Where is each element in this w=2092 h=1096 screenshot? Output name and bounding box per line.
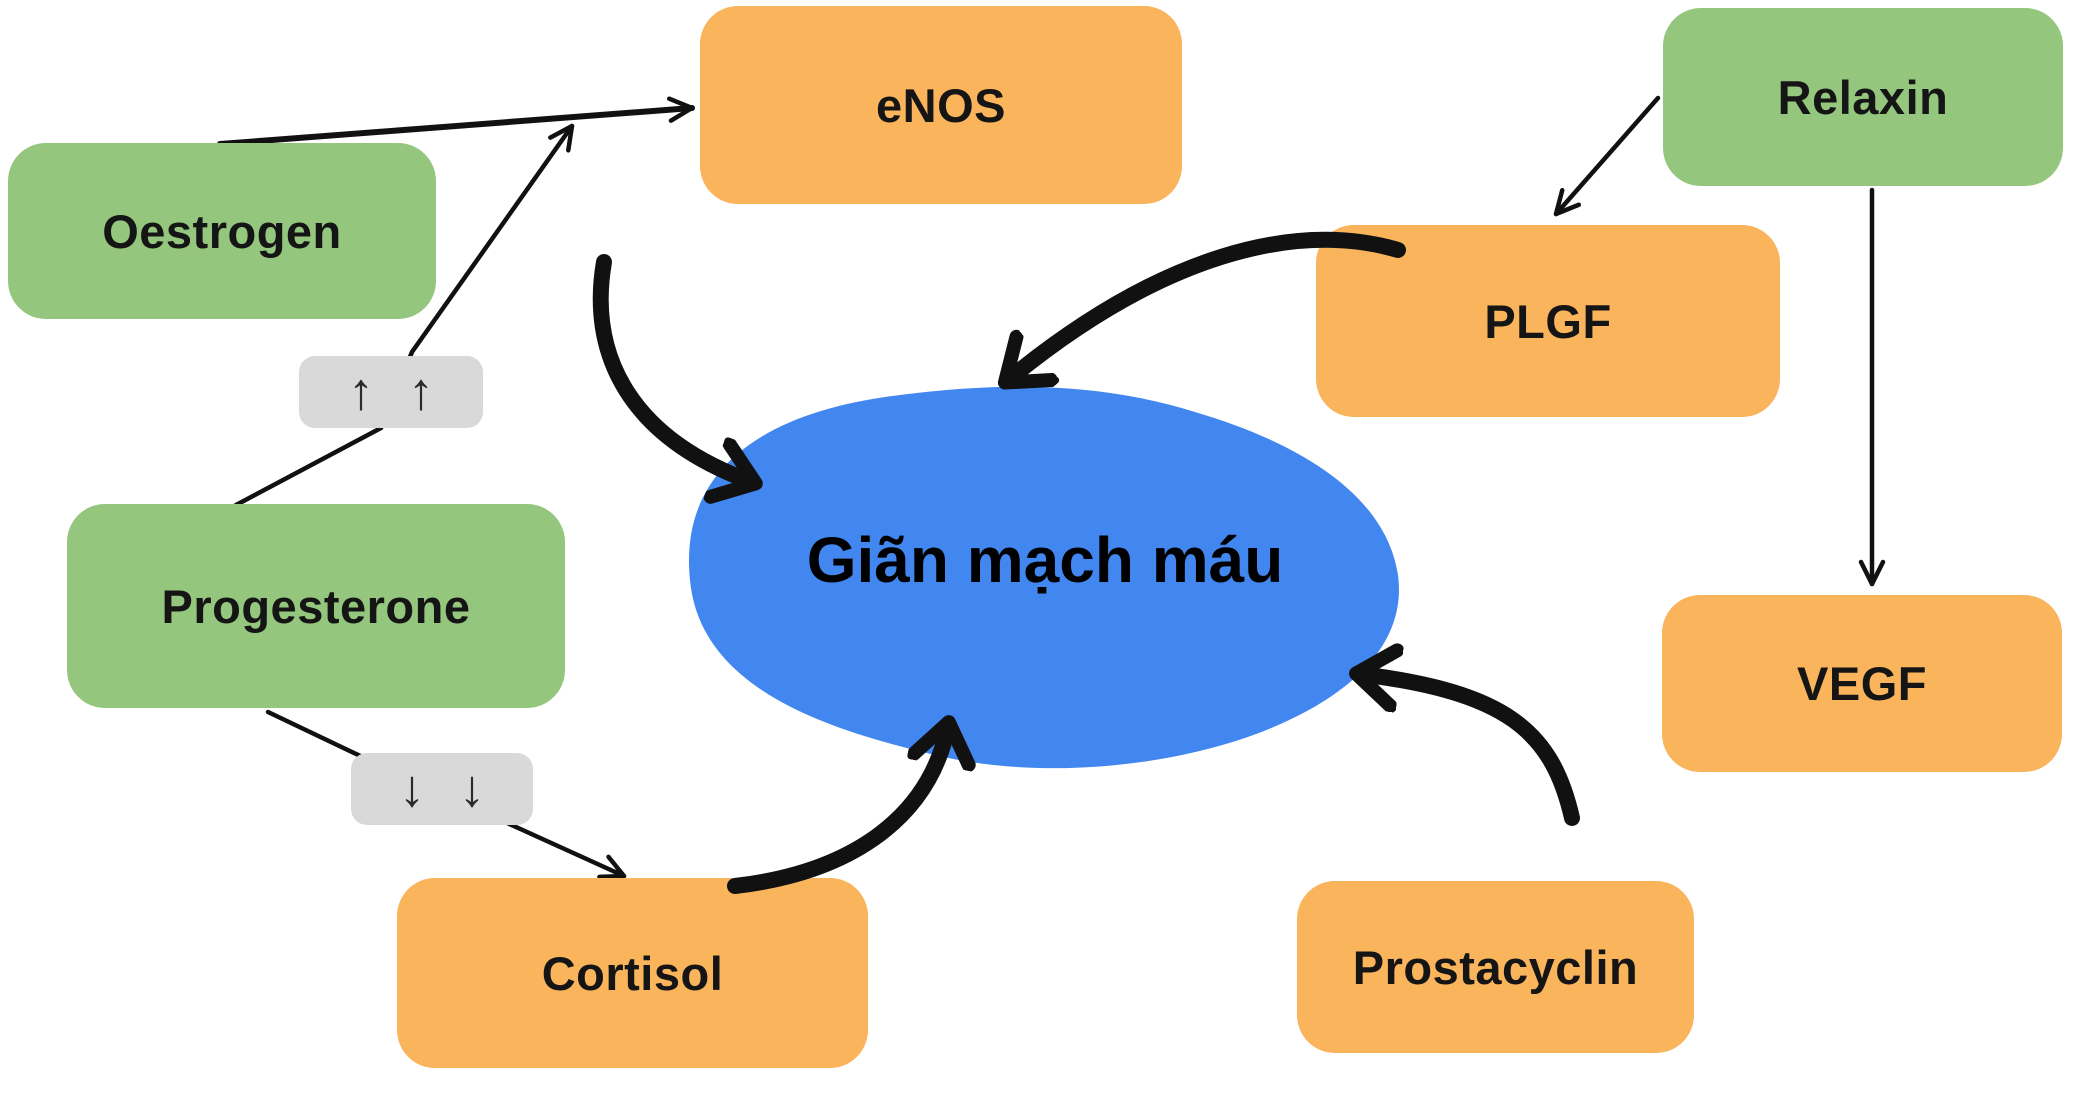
node-enos-label: eNOS [876, 78, 1006, 132]
vasodilation-label-text: Giãn mạch máu [806, 524, 1284, 596]
badge-increase: ↑ ↑ [299, 356, 483, 428]
vasodilation-label: Giãn mạch máu [690, 512, 1400, 608]
node-vegf-label: VEGF [1797, 657, 1927, 710]
node-enos: eNOS [700, 6, 1182, 204]
vasodilation-blob [688, 386, 1399, 769]
arrow-relaxin-to-plgf [1553, 95, 1661, 217]
down-arrow-icon: ↓ [459, 760, 485, 818]
badge-decrease: ↓ ↓ [351, 753, 533, 825]
node-vegf: VEGF [1662, 595, 2062, 772]
node-cortisol-label: Cortisol [541, 946, 724, 1000]
up-arrow-icon: ↑ [408, 363, 434, 421]
node-progesterone-label: Progesterone [161, 579, 471, 633]
node-relaxin-label: Relaxin [1777, 70, 1949, 124]
node-prostacyclin-label: Prostacyclin [1352, 940, 1639, 994]
up-arrow-icon: ↑ [348, 363, 374, 421]
down-arrow-icon: ↓ [399, 760, 425, 818]
node-progesterone: Progesterone [67, 504, 565, 708]
node-oestrogen-label: Oestrogen [102, 204, 342, 258]
node-cortisol: Cortisol [397, 878, 868, 1068]
node-plgf-label: PLGF [1484, 294, 1612, 348]
node-plgf: PLGF [1316, 225, 1780, 417]
node-relaxin: Relaxin [1663, 8, 2063, 186]
node-prostacyclin: Prostacyclin [1297, 881, 1694, 1053]
node-oestrogen: Oestrogen [8, 143, 436, 319]
arrow-oestrogen-to-enos [217, 96, 695, 147]
